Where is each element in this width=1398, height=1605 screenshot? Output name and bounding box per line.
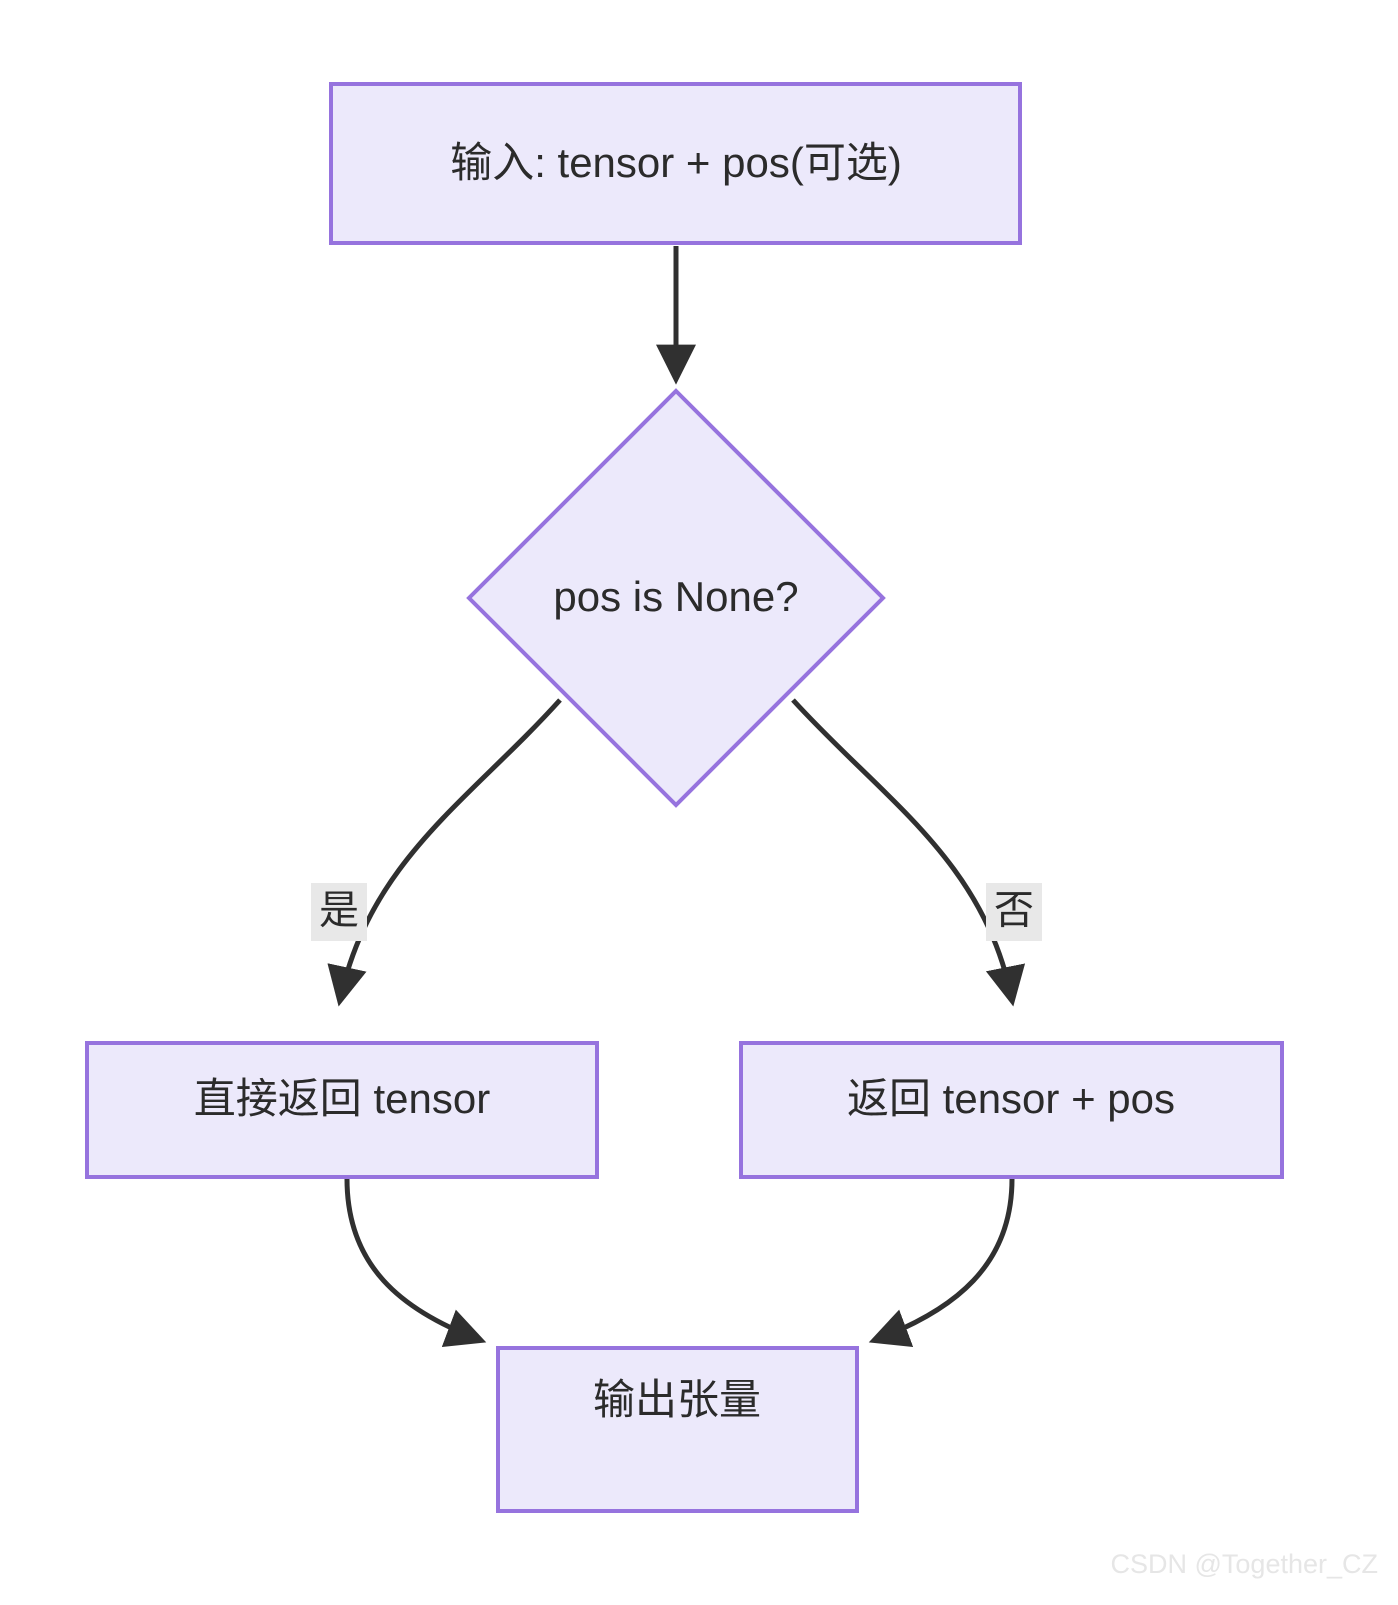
edge-return-tensor-pos-to-output [868, 1178, 1015, 1348]
node-input[interactable]: 输入: tensor + pos(可选) [329, 82, 1022, 245]
node-decision[interactable]: pos is None? [466, 388, 886, 808]
edge-decision-to-return-tensor: 是 [311, 698, 562, 1007]
watermark-label: CSDN @Together_CZ [1111, 1549, 1379, 1579]
node-return-tensor-label: 直接返回 tensor [194, 1075, 490, 1122]
edge-path-return-tensor-pos-output [868, 1178, 1015, 1348]
node-output-shape [496, 1346, 859, 1513]
node-input-label: 输入: tensor + pos(可选) [450, 139, 902, 186]
node-return-tensor-pos-label: 返回 tensor + pos [847, 1075, 1175, 1122]
edge-decision-to-return-tensor-pos: 否 [791, 698, 1042, 1007]
node-input-shape [329, 82, 1022, 245]
node-return-tensor[interactable]: 直接返回 tensor [85, 1041, 599, 1179]
edge-return-tensor-to-output [344, 1178, 487, 1348]
node-output[interactable]: 输出张量 [496, 1346, 859, 1513]
node-decision-shape [466, 388, 886, 808]
node-decision-label: pos is None? [553, 573, 798, 620]
edge-label-yes: 是 [319, 889, 359, 933]
edge-label-no: 否 [994, 889, 1034, 933]
edge-path-decision-return-tensor-pos [791, 698, 1026, 1007]
node-return-tensor-pos[interactable]: 返回 tensor + pos [739, 1041, 1284, 1179]
node-output-label: 输出张量 [593, 1376, 761, 1423]
edge-label-background-no [986, 883, 1042, 941]
edge-path-return-tensor-output [344, 1178, 487, 1348]
node-return-tensor-pos-shape [739, 1041, 1284, 1179]
edge-path-decision-return-tensor [327, 698, 562, 1007]
node-return-tensor-shape [85, 1041, 599, 1179]
edge-label-background-yes [311, 883, 367, 941]
